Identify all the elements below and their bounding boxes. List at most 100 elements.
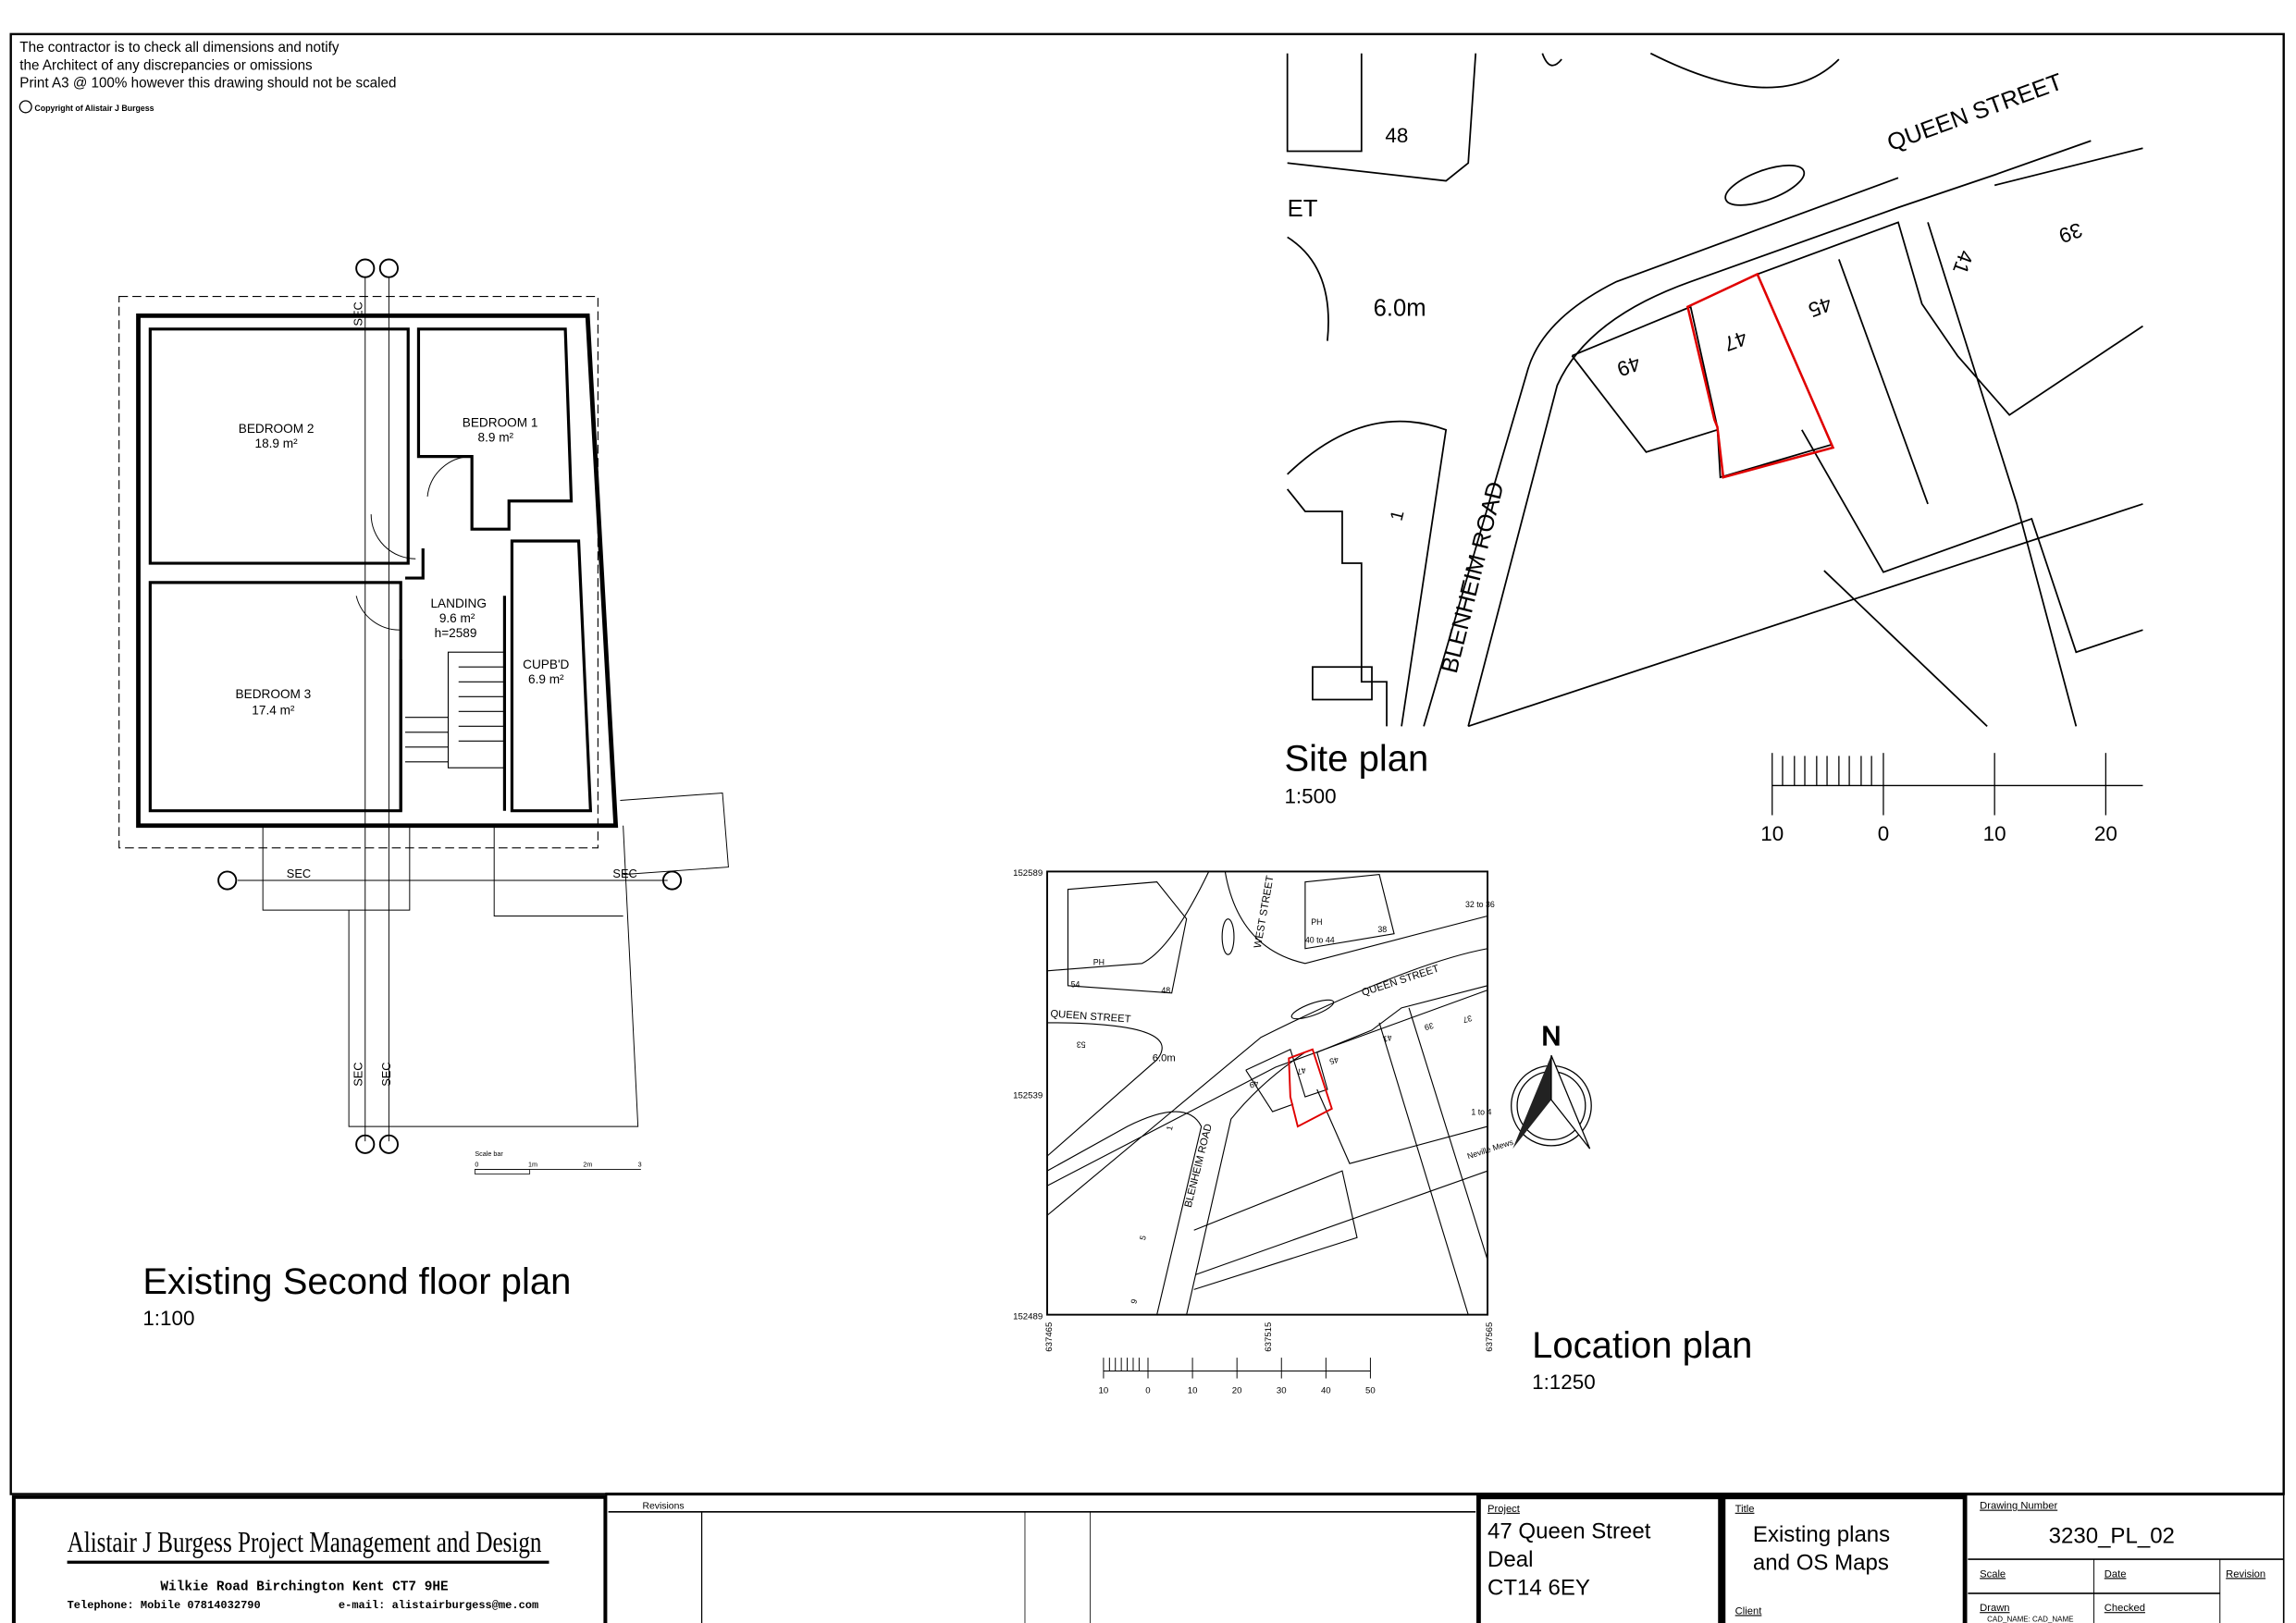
company-telephone: Telephone: Mobile 07814032790	[68, 1599, 261, 1612]
cad-name: CAD_NAME: CAD_NAME	[1987, 1615, 2073, 1623]
drawing-number-label: Drawing Number	[1980, 1501, 2057, 1512]
room-cupboard	[510, 539, 593, 813]
room-label: BEDROOM 2	[239, 422, 315, 436]
extension-roof	[620, 792, 729, 876]
street-label: QUEEN STREET	[1050, 1009, 1131, 1026]
section-label: SEC	[379, 1062, 393, 1086]
svg-text:1 to 4: 1 to 4	[1471, 1107, 1491, 1116]
northing-label: 152539	[1013, 1091, 1043, 1101]
street-label: BLENHEIM ROAD	[1437, 479, 1509, 676]
house-number: 47	[1721, 326, 1750, 356]
site-scale-bar	[1771, 753, 2143, 816]
drawn-label: Drawn	[1980, 1603, 2009, 1614]
location-site-boundary	[1288, 1048, 1333, 1128]
room-label: CUPB'D	[523, 658, 569, 671]
landing-walls	[399, 548, 507, 811]
drawing-number: 3230_PL_02	[2049, 1523, 2175, 1548]
external-wall	[136, 313, 619, 829]
scale-tick: 20	[2094, 822, 2117, 845]
svg-text:53: 53	[1077, 1040, 1086, 1050]
note-line: the Architect of any discrepancies or om…	[19, 57, 313, 73]
floor-scale-bar: Scale bar 0 1m 2m 3	[474, 1150, 642, 1174]
house-number: 48	[1385, 124, 1408, 147]
svg-text:48: 48	[1161, 986, 1170, 995]
section-markers	[217, 258, 683, 1154]
house-number: 1	[1388, 509, 1409, 523]
easting-label: 637515	[1264, 1322, 1274, 1352]
floor-plan: BEDROOM 2 18.9 m² BEDROOM 1 8.9 m² LANDI…	[118, 258, 729, 1330]
project-address: CT14 6EY	[1487, 1576, 1590, 1601]
section-label: SEC	[352, 301, 365, 326]
revisions-label: Revisions	[642, 1502, 684, 1512]
location-map-frame	[1046, 870, 1488, 1316]
revision-label: Revision	[2226, 1568, 2265, 1580]
copyright-text: Copyright of Alistair J Burgess	[34, 104, 154, 113]
location-scale-bar	[1103, 1358, 1371, 1379]
svg-text:10: 10	[1099, 1386, 1109, 1396]
room-bedroom-2	[148, 327, 410, 565]
note-line: Print A3 @ 100% however this drawing sho…	[19, 76, 396, 92]
svg-text:30: 30	[1277, 1386, 1287, 1396]
company-email: e-mail: alistairburgess@me.com	[339, 1599, 538, 1612]
room-label: BEDROOM 3	[236, 687, 312, 701]
spot-height: 6.0m	[1153, 1053, 1176, 1064]
title-block: Alistair J Burgess Project Management an…	[11, 1492, 2285, 1623]
svg-text:45: 45	[1328, 1055, 1339, 1066]
company-box	[11, 1494, 608, 1623]
roof-outline	[118, 295, 599, 849]
room-area: 8.9 m²	[478, 431, 514, 445]
svg-text:41: 41	[1382, 1033, 1393, 1044]
svg-text:32 to 36: 32 to 36	[1465, 900, 1495, 909]
scale-tick: 10	[1760, 822, 1784, 845]
svg-text:20: 20	[1232, 1386, 1242, 1396]
house-number: 39	[2055, 218, 2085, 248]
svg-text:0: 0	[1145, 1386, 1150, 1396]
northing-label: 152589	[1013, 868, 1043, 879]
date-label: Date	[2105, 1568, 2127, 1580]
svg-text:Neville Mews: Neville Mews	[1466, 1137, 1515, 1162]
svg-text:9: 9	[1129, 1298, 1139, 1305]
project-label: Project	[1487, 1504, 1521, 1515]
location-plan-scale: 1:1250	[1532, 1371, 1596, 1394]
company-address: Wilkie Road Birchington Kent CT7 9HE	[160, 1580, 449, 1595]
site-map-linework	[1286, 52, 2143, 728]
site-boundary	[1685, 272, 1835, 479]
note-line: The contractor is to check all dimension…	[19, 40, 339, 55]
room-bedroom-1	[416, 327, 574, 531]
house-number: 49	[1614, 351, 1644, 381]
staircase	[405, 651, 505, 768]
room-area: 6.9 m²	[528, 672, 564, 686]
svg-text:10: 10	[1188, 1386, 1198, 1396]
floor-plan-title: Existing Second floor plan	[142, 1261, 571, 1302]
house-number: 45	[1805, 292, 1834, 322]
svg-text:2m: 2m	[583, 1160, 592, 1168]
floor-plan-scale: 1:100	[142, 1307, 194, 1330]
svg-text:PH: PH	[1093, 957, 1105, 966]
section-label: SEC	[352, 1062, 365, 1086]
street-label: WEST STREET	[1253, 875, 1277, 949]
project-address: 47 Queen Street	[1487, 1519, 1651, 1544]
scale-tick: 10	[1983, 822, 2006, 845]
site-plan-scale: 1:500	[1284, 785, 1336, 808]
svg-text:37: 37	[1462, 1014, 1473, 1025]
easting-label: 637465	[1044, 1322, 1055, 1352]
location-map-linework	[1046, 871, 1488, 1315]
svg-text:0: 0	[475, 1160, 478, 1168]
client-label: Client	[1735, 1605, 1763, 1617]
door-swings	[355, 456, 473, 631]
location-plan: 152589 152539 152489 637465 637515 63756…	[1013, 868, 1752, 1396]
section-label: SEC	[287, 867, 311, 880]
svg-text:Scale bar: Scale bar	[475, 1150, 503, 1158]
project-address: Deal	[1487, 1547, 1533, 1572]
svg-text:38: 38	[1377, 925, 1387, 934]
room-area: 9.6 m²	[439, 611, 475, 625]
room-label: BEDROOM 1	[463, 416, 538, 430]
easting-label: 637565	[1485, 1322, 1495, 1352]
site-plan: QUEEN STREET BLENHEIM ROAD ET 6.0m 48 49…	[1284, 52, 2143, 845]
room-area: 18.9 m²	[255, 436, 299, 450]
svg-text:40 to 44: 40 to 44	[1305, 935, 1335, 944]
title-label: Title	[1735, 1504, 1755, 1515]
svg-text:50: 50	[1365, 1386, 1376, 1396]
copyright-icon	[19, 100, 32, 114]
